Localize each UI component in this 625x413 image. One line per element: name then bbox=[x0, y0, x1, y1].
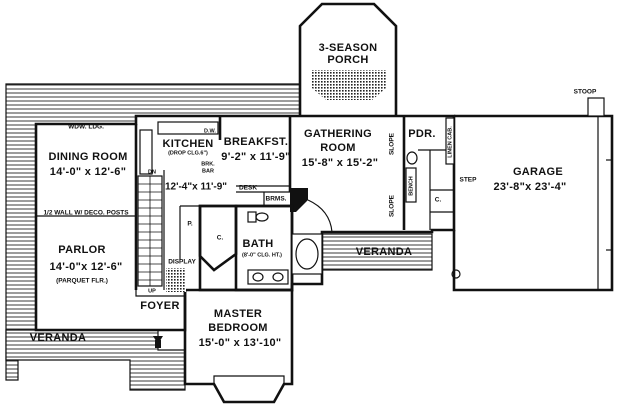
veranda-right-label: VERANDA bbox=[356, 246, 413, 258]
staircase bbox=[137, 175, 163, 287]
dn-label: DN bbox=[148, 169, 156, 175]
parlor-note: (PARQUET FLR.) bbox=[56, 278, 108, 285]
gathering-name-1: GATHERING bbox=[304, 128, 372, 140]
master-bedroom-name-1: MASTER bbox=[214, 308, 262, 320]
porch-label-1: 3-SEASON bbox=[319, 42, 378, 54]
step-label: STEP bbox=[460, 177, 478, 184]
breakfast-size: 9'-2" x 11'-9" bbox=[221, 151, 290, 163]
display-label: DISPLAY bbox=[168, 259, 196, 266]
pdr-name: PDR. bbox=[408, 128, 435, 140]
bath-name: BATH bbox=[243, 238, 274, 250]
half-wall-label: 1/2 WALL W/ DECO. POSTS bbox=[43, 210, 129, 217]
desk-label: DESK bbox=[239, 185, 257, 192]
parlor-name: PARLOR bbox=[58, 244, 105, 256]
closet-label-2: C. bbox=[435, 197, 442, 204]
pantry-label: P. bbox=[187, 221, 192, 228]
dw-label: D.W. bbox=[204, 128, 216, 134]
dining-room-size: 14'-0" x 12'-6" bbox=[50, 166, 126, 178]
master-bedroom-size: 15'-0" x 13'-10" bbox=[199, 337, 282, 349]
up-label: UP bbox=[148, 288, 156, 294]
dining-room-name: DINING ROOM bbox=[48, 151, 127, 163]
slope-bottom-label: SLOPE bbox=[389, 194, 396, 217]
garage-size: 23'-8"x 23'-4" bbox=[493, 181, 566, 193]
exterior-walls: STOOP bbox=[34, 89, 614, 404]
brms-label: BRMS. bbox=[266, 196, 287, 203]
slope-top-label: SLOPE bbox=[389, 132, 396, 155]
bath-note: (8'-0" CLG. HT.) bbox=[242, 252, 282, 258]
master-bedroom-name-2: BEDROOM bbox=[208, 322, 268, 334]
foyer-name: FOYER bbox=[140, 300, 179, 312]
bench-label: BENCH bbox=[408, 176, 414, 196]
kitchen-name: KITCHEN bbox=[163, 138, 214, 150]
brk-bar-label-2: BAR bbox=[202, 168, 214, 174]
stoop-label: STOOP bbox=[574, 89, 597, 96]
breakfast-name: BREAKFST. bbox=[224, 136, 288, 148]
veranda-left-label: VERANDA bbox=[30, 332, 87, 344]
porch-label-2: PORCH bbox=[327, 54, 368, 66]
kitchen-note: (DROP CLG.6") bbox=[168, 150, 208, 156]
brk-bar-label-1: BRK. bbox=[201, 161, 215, 167]
closet-label-1: C. bbox=[217, 235, 224, 242]
kitchen-size: 12'-4"x 11'-9" bbox=[165, 182, 227, 193]
parlor-size: 14'-0"x 12'-6" bbox=[49, 261, 122, 273]
wdw-ldg-label: WDW. LDG. bbox=[68, 124, 104, 131]
garage-name: GARAGE bbox=[513, 166, 563, 178]
gathering-name-2: ROOM bbox=[320, 142, 355, 154]
gathering-size: 15'-8" x 15'-2" bbox=[302, 157, 378, 169]
room-labels: WDW. LDG. DINING ROOM 14'-0" x 12'-6" 1/… bbox=[30, 124, 566, 349]
three-season-porch: 3-SEASON PORCH bbox=[298, 2, 398, 116]
linen-label: LINEN CAB. bbox=[447, 126, 453, 158]
veranda-deck bbox=[5, 83, 433, 391]
interior-walls bbox=[36, 116, 455, 348]
